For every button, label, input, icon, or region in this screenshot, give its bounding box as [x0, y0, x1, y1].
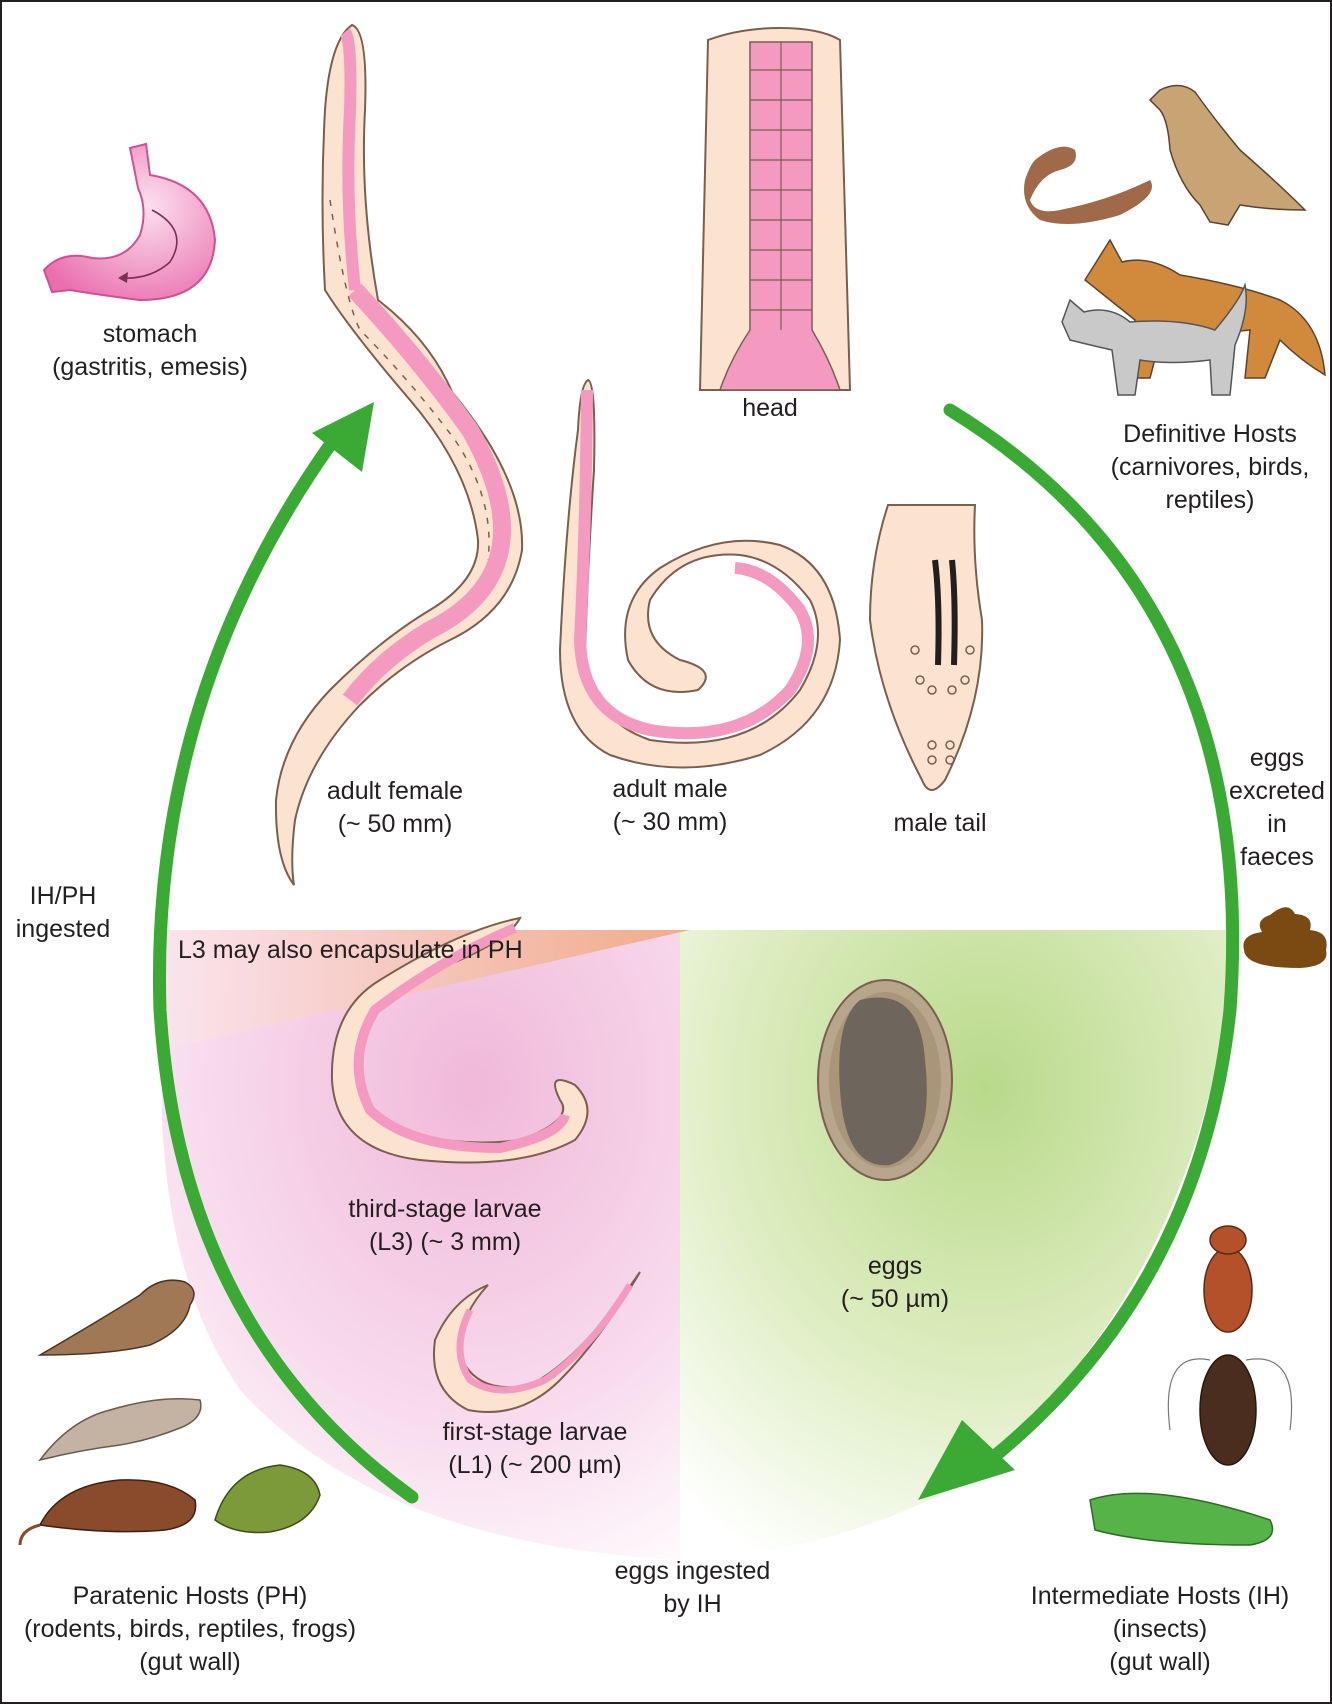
- egg-illustration: [818, 980, 952, 1180]
- first-stage-label: first-stage larvae(L1) (~ 200 µm): [415, 1416, 655, 1482]
- ih-ph-ingested-label: IH/PHingested: [8, 880, 118, 946]
- grasshopper-icon: [1090, 1493, 1273, 1545]
- eggs-excreted-label: eggsexcretedinfaeces: [1222, 742, 1332, 874]
- stomach-icon: [44, 144, 215, 300]
- rat-icon: [20, 1480, 196, 1545]
- eggs-label: eggs(~ 50 µm): [820, 1250, 970, 1316]
- definitive-hosts-label: Definitive Hosts(carnivores, birds,repti…: [1100, 418, 1320, 517]
- faeces-icon: [1243, 907, 1326, 968]
- l3-encapsulate-label: L3 may also encapsulate in PH: [178, 934, 558, 967]
- eagle-icon: [1150, 85, 1305, 225]
- beetle-icon: [1204, 1226, 1252, 1332]
- adult-female-label: adult female(~ 50 mm): [305, 775, 485, 841]
- worm-head: [700, 28, 850, 390]
- intermediate-hosts-label: Intermediate Hosts (IH)(insects)(gut wal…: [1010, 1580, 1310, 1679]
- third-stage-label: third-stage larvae(L3) (~ 3 mm): [325, 1193, 565, 1259]
- paratenic-hosts-label: Paratenic Hosts (PH)(rodents, birds, rep…: [10, 1580, 370, 1679]
- adult-male-label: adult male(~ 30 mm): [590, 773, 750, 839]
- frog-icon: [215, 1465, 320, 1533]
- adult-female-worm: [276, 25, 522, 885]
- male-tail: [870, 505, 982, 790]
- head-label: head: [730, 392, 810, 425]
- cockroach-icon: [1168, 1355, 1291, 1465]
- adult-male-worm: [560, 380, 840, 768]
- sparrow-icon: [40, 1280, 194, 1355]
- male-tail-label: male tail: [880, 807, 1000, 840]
- stomach-label: stomach(gastritis, emesis): [30, 318, 270, 384]
- eggs-ingested-label: eggs ingestedby IH: [600, 1555, 785, 1621]
- gecko-icon: [40, 1399, 201, 1460]
- snake-icon: [1024, 147, 1152, 224]
